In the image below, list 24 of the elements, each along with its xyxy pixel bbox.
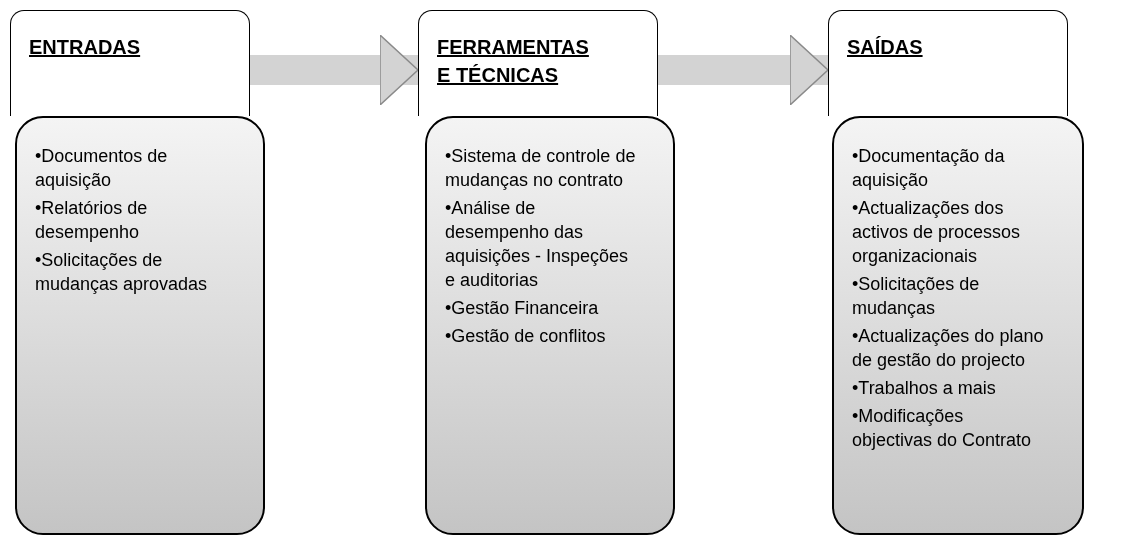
bullet-item: •Trabalhos a mais: [852, 377, 997, 400]
bullet-item: •Actualizações do plano de gestão do projecto: [852, 325, 1045, 372]
bullet-item: •Documentação da aquisição: [852, 145, 1006, 192]
bullet-item: •Solicitações de mudanças: [852, 273, 981, 320]
bullet-item: •Actualizações dos activos de processos organizacionais: [852, 197, 1022, 268]
heading-box: [828, 10, 1068, 116]
heading-box: [418, 10, 658, 116]
block-arrow: [658, 34, 829, 106]
heading-box: [10, 10, 250, 116]
bullet-item: •Gestão Financeira: [445, 297, 600, 320]
content-panel: [832, 116, 1084, 535]
heading: FERRAMENTAS E TÉCNICAS: [437, 35, 590, 88]
bullet-item: •Solicitações de mudanças aprovadas: [35, 249, 209, 296]
bullet-item: •Análise de desempenho das aquisições - Inspeções e auditorias: [445, 197, 630, 292]
heading: ENTRADAS: [29, 35, 141, 60]
bullet-item: •Modificações objectivas do Contrato: [852, 405, 1033, 452]
content-panel: [425, 116, 675, 535]
content-panel: [15, 116, 265, 535]
bullet-item: •Documentos de aquisição: [35, 145, 169, 192]
block-arrow: [250, 34, 419, 106]
bullet-item: •Gestão de conflitos: [445, 325, 607, 348]
heading: SAÍDAS: [847, 35, 923, 60]
bullet-item: •Relatórios de desempenho: [35, 197, 149, 244]
bullet-item: •Sistema de controle de mudanças no contrato: [445, 145, 637, 192]
